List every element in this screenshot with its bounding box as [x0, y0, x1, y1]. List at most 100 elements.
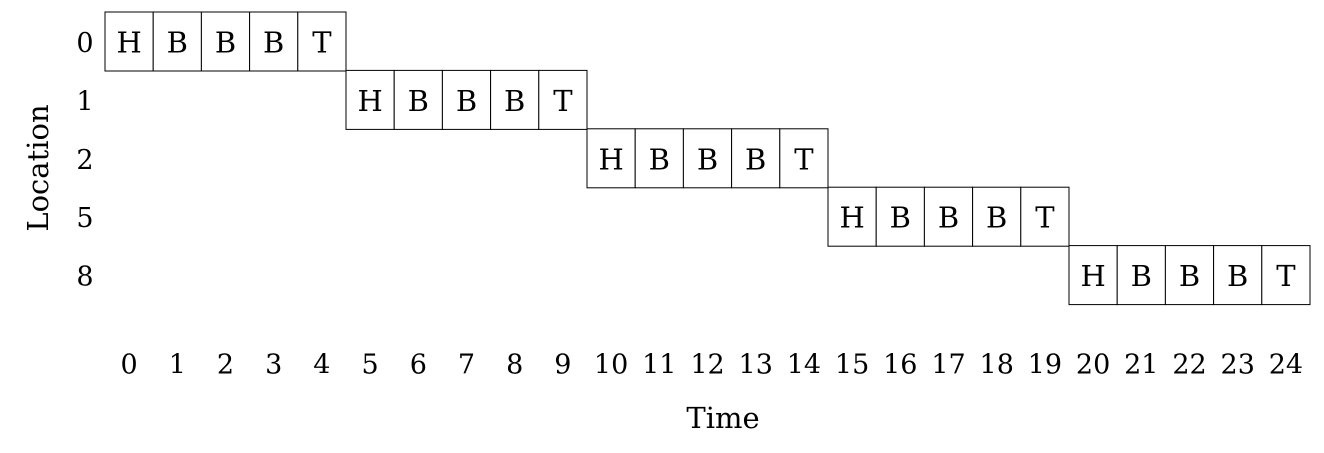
- cell-label: H: [1080, 259, 1105, 293]
- location-tick: 5: [76, 203, 93, 234]
- cell-label: T: [312, 26, 332, 60]
- location-tick: 8: [76, 262, 93, 293]
- cell-box: [682, 128, 733, 189]
- cell-box: [297, 11, 347, 72]
- cell-box: [972, 186, 1022, 247]
- cell-label: B: [986, 201, 1007, 235]
- time-tick: 13: [739, 350, 773, 381]
- time-tick: 21: [1124, 350, 1158, 381]
- cell-label: H: [116, 26, 141, 60]
- time-tick: 3: [265, 350, 282, 381]
- location-tick: 2: [76, 145, 93, 176]
- cell: B: [490, 69, 540, 130]
- time-tick: 5: [362, 350, 379, 381]
- cell-label: B: [890, 201, 911, 235]
- time-tick: 19: [1028, 350, 1062, 381]
- cell-box: [827, 186, 877, 247]
- cell: H: [827, 186, 877, 247]
- time-tick: 12: [690, 350, 724, 381]
- cell: H: [345, 69, 395, 130]
- cell: T: [779, 128, 829, 189]
- cell: B: [634, 128, 684, 189]
- cell: B: [1164, 245, 1215, 306]
- cell-label: B: [408, 84, 429, 118]
- cell-label: B: [215, 26, 236, 60]
- cell-box: [779, 128, 829, 189]
- cell-label: B: [697, 142, 718, 176]
- cell-label: B: [167, 26, 188, 60]
- cell: B: [731, 128, 781, 189]
- cell-label: B: [649, 142, 670, 176]
- cell: T: [1261, 245, 1311, 306]
- cell: H: [104, 11, 154, 72]
- cell-label: B: [1179, 259, 1200, 293]
- cell-box: [1020, 186, 1070, 247]
- time-tick: 16: [883, 350, 917, 381]
- y-axis-label: Location: [21, 104, 55, 231]
- cell-label: H: [598, 142, 623, 176]
- time-tick: 18: [980, 350, 1014, 381]
- cell-box: [1116, 245, 1166, 306]
- time-tick: 22: [1172, 350, 1206, 381]
- cell: B: [923, 186, 974, 247]
- cell-label: B: [263, 26, 284, 60]
- time-tick: 0: [121, 350, 138, 381]
- cell-box: [923, 186, 974, 247]
- time-tick: 7: [458, 350, 475, 381]
- time-tick: 20: [1076, 350, 1110, 381]
- time-tick: 23: [1221, 350, 1255, 381]
- time-tick: 9: [554, 350, 571, 381]
- time-tick: 4: [313, 350, 330, 381]
- time-tick: 15: [835, 350, 869, 381]
- cell-box: [441, 69, 492, 130]
- cell-label: B: [504, 84, 525, 118]
- cell-box: [731, 128, 781, 189]
- cell: B: [972, 186, 1022, 247]
- time-tick: 11: [642, 350, 676, 381]
- cell-label: B: [456, 84, 477, 118]
- cell-label: T: [1276, 259, 1296, 293]
- cell-box: [490, 69, 540, 130]
- time-tick: 14: [787, 350, 821, 381]
- cell: B: [249, 11, 299, 72]
- cell: H: [586, 128, 636, 189]
- cell-label: B: [1227, 259, 1248, 293]
- cell-box: [875, 186, 925, 247]
- cell: T: [1020, 186, 1070, 247]
- time-tick: 2: [217, 350, 234, 381]
- time-tick: 10: [594, 350, 628, 381]
- location-tick: 1: [76, 86, 93, 117]
- time-tick: 8: [506, 350, 523, 381]
- time-tick: 1: [169, 350, 186, 381]
- cell-label: T: [794, 142, 814, 176]
- cell-box: [1164, 245, 1215, 306]
- cell-box: [152, 11, 202, 72]
- cell-label: B: [1131, 259, 1152, 293]
- cell: T: [297, 11, 347, 72]
- cell: B: [875, 186, 925, 247]
- cell-box: [1261, 245, 1311, 306]
- cell: B: [1213, 245, 1263, 306]
- cell-label: H: [839, 201, 864, 235]
- cell-label: B: [745, 142, 766, 176]
- cell-label: T: [1035, 201, 1055, 235]
- cell: B: [152, 11, 202, 72]
- cell: H: [1068, 245, 1118, 306]
- cell: B: [393, 69, 443, 130]
- cell-box: [1068, 245, 1118, 306]
- cell-box: [104, 11, 154, 72]
- cell-label: H: [357, 84, 382, 118]
- cell: B: [1116, 245, 1166, 306]
- time-tick: 24: [1269, 350, 1303, 381]
- cell-box: [393, 69, 443, 130]
- time-tick: 6: [410, 350, 427, 381]
